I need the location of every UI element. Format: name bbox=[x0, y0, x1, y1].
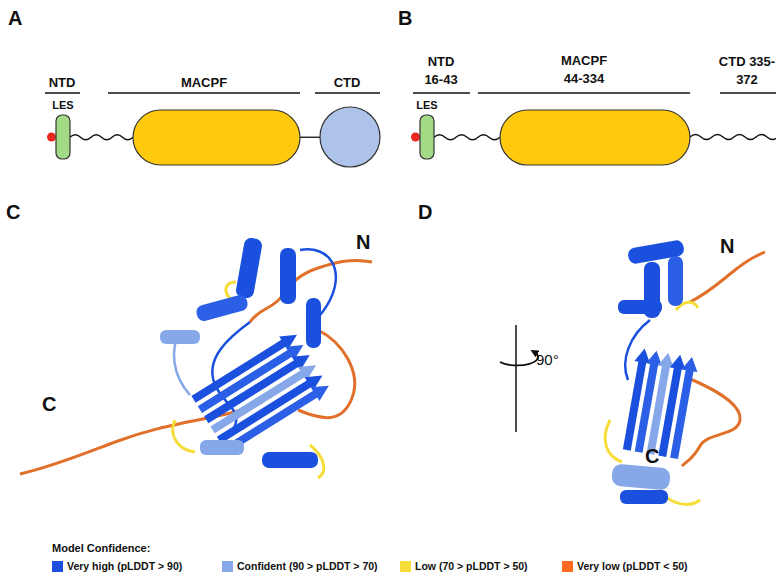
domain-linker bbox=[300, 137, 320, 138]
terminus-label: N bbox=[356, 230, 380, 254]
domain-label: LES bbox=[408, 99, 446, 112]
alpha-helix bbox=[280, 248, 296, 304]
domain-bracket bbox=[720, 92, 776, 93]
panel-letter: C bbox=[6, 200, 30, 224]
les-motif-box: LES bbox=[56, 115, 70, 159]
domain-label: NTD 16-43 bbox=[417, 53, 465, 89]
domain-shape bbox=[320, 107, 380, 167]
terminus-label: C bbox=[42, 392, 66, 416]
les-motif-box: LES bbox=[420, 115, 434, 159]
alpha-helix bbox=[200, 440, 244, 455]
legend-text: Very low (pLDDT < 50) bbox=[577, 559, 688, 573]
domain-bracket bbox=[108, 92, 300, 93]
ctd-domain: CTD bbox=[320, 107, 380, 167]
legend-text: Confident (90 > pLDDT > 70) bbox=[237, 559, 378, 573]
panel-letter: A bbox=[8, 6, 32, 30]
alpha-helix bbox=[195, 294, 249, 323]
disordered-tail bbox=[690, 135, 776, 140]
disordered-linker bbox=[434, 135, 500, 140]
legend-swatch bbox=[400, 561, 411, 572]
legend-swatch bbox=[562, 561, 573, 572]
protein-structure bbox=[605, 239, 765, 504]
domain-shape bbox=[133, 110, 300, 165]
domain-outline bbox=[500, 110, 690, 165]
rotation-arrow bbox=[500, 352, 538, 365]
domain-label: CTD bbox=[317, 74, 377, 92]
domain-bracket bbox=[478, 92, 690, 93]
legend-text: Low (70 > pLDDT > 50) bbox=[415, 559, 528, 573]
alpha-helix bbox=[160, 330, 200, 344]
domain-label: MACPF bbox=[164, 74, 244, 92]
beta-strand bbox=[215, 369, 327, 447]
legend-text: Very high (pLDDT > 90) bbox=[67, 559, 182, 573]
beta-strand bbox=[666, 356, 700, 460]
alpha-helix bbox=[668, 256, 683, 306]
alpha-helix bbox=[306, 298, 321, 348]
legend-swatch bbox=[52, 561, 63, 572]
domain-label: MACPF 44-334 bbox=[556, 52, 612, 88]
domain-label: CTD 335-372 bbox=[718, 53, 776, 89]
domain-bracket bbox=[45, 92, 80, 93]
domain-outline bbox=[420, 115, 434, 159]
domain-label: NTD bbox=[37, 74, 87, 92]
low-confidence-coil bbox=[690, 252, 765, 302]
domain-bracket bbox=[413, 92, 470, 93]
signal-peptide-dot bbox=[47, 133, 56, 142]
legend-title: Model Confidence: bbox=[52, 539, 252, 557]
beta-sheet bbox=[619, 347, 700, 460]
macpf-domain: MACPF 44-334 bbox=[500, 110, 690, 165]
domain-outline bbox=[56, 115, 70, 159]
domain-outline bbox=[320, 107, 380, 167]
domain-label: LES bbox=[44, 99, 82, 112]
protein-loop bbox=[605, 420, 622, 462]
low-confidence-coil bbox=[682, 378, 740, 466]
signal-peptide-dot bbox=[411, 133, 420, 142]
protein-structure bbox=[20, 237, 372, 478]
domain-bracket bbox=[315, 92, 380, 93]
alpha-helix bbox=[620, 490, 668, 504]
terminus-label: N bbox=[720, 234, 744, 258]
protein-loop bbox=[173, 420, 195, 452]
panel-letter: B bbox=[398, 6, 422, 30]
panel-letter: D bbox=[418, 200, 442, 224]
alpha-helix bbox=[262, 452, 318, 468]
domain-shape bbox=[56, 115, 70, 159]
alpha-helix bbox=[235, 237, 263, 299]
domain-shape bbox=[420, 115, 434, 159]
legend-swatch bbox=[222, 561, 233, 572]
domain-shape bbox=[500, 110, 690, 165]
disordered-linker bbox=[70, 135, 133, 140]
rotation-axis bbox=[515, 325, 517, 432]
alpha-helix bbox=[611, 464, 671, 491]
alpha-helix bbox=[618, 300, 662, 314]
terminus-label: C bbox=[645, 444, 669, 468]
macpf-domain: MACPF bbox=[133, 110, 300, 165]
rotation-angle: 90° bbox=[536, 351, 576, 369]
domain-outline bbox=[133, 110, 300, 165]
